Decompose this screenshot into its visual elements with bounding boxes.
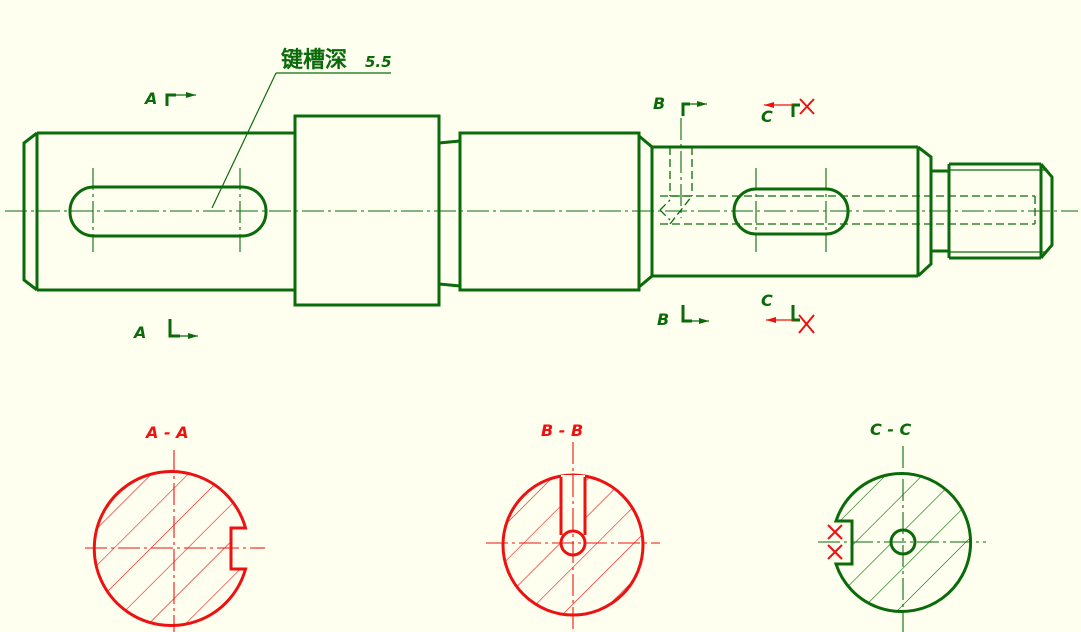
- keyway-depth-label: 键槽深: [281, 47, 347, 73]
- shaft-outline: [22, 114, 1054, 307]
- section-a-top-mark: [165, 92, 196, 106]
- keyway-depth-value: 5.5: [365, 53, 392, 71]
- keyway-c-centerlines: [755, 168, 827, 252]
- section-c-bottom-letter: C: [761, 291, 773, 310]
- section-bb-centerlines: [486, 442, 660, 632]
- section-b-top-letter: B: [653, 94, 665, 113]
- thread-lines: [949, 169, 1046, 253]
- keyway-a: [68, 185, 268, 238]
- section-c-bottom-mark: [766, 305, 815, 334]
- section-c-top-mark: [764, 98, 815, 117]
- keyway-c: [732, 187, 850, 236]
- section-cc-title: C - C: [870, 420, 912, 439]
- section-cc-crosses: [827, 524, 843, 560]
- section-bb-title: B - B: [541, 421, 583, 440]
- section-b-top-mark: [681, 101, 707, 116]
- section-a-bottom-letter: A: [132, 323, 146, 342]
- section-b-bottom-mark: [681, 305, 709, 324]
- section-aa-centerlines: [85, 450, 265, 632]
- section-c-top-letter: C: [761, 107, 773, 126]
- section-aa-title: A - A: [144, 423, 189, 442]
- section-cc-centerlines: [818, 446, 986, 632]
- keyway-leader: [211, 72, 391, 209]
- section-b-bottom-letter: B: [657, 310, 669, 329]
- section-a-bottom-mark: [168, 319, 198, 339]
- keyway-a-centerlines: [92, 168, 241, 252]
- section-a-top-letter: A: [143, 89, 157, 108]
